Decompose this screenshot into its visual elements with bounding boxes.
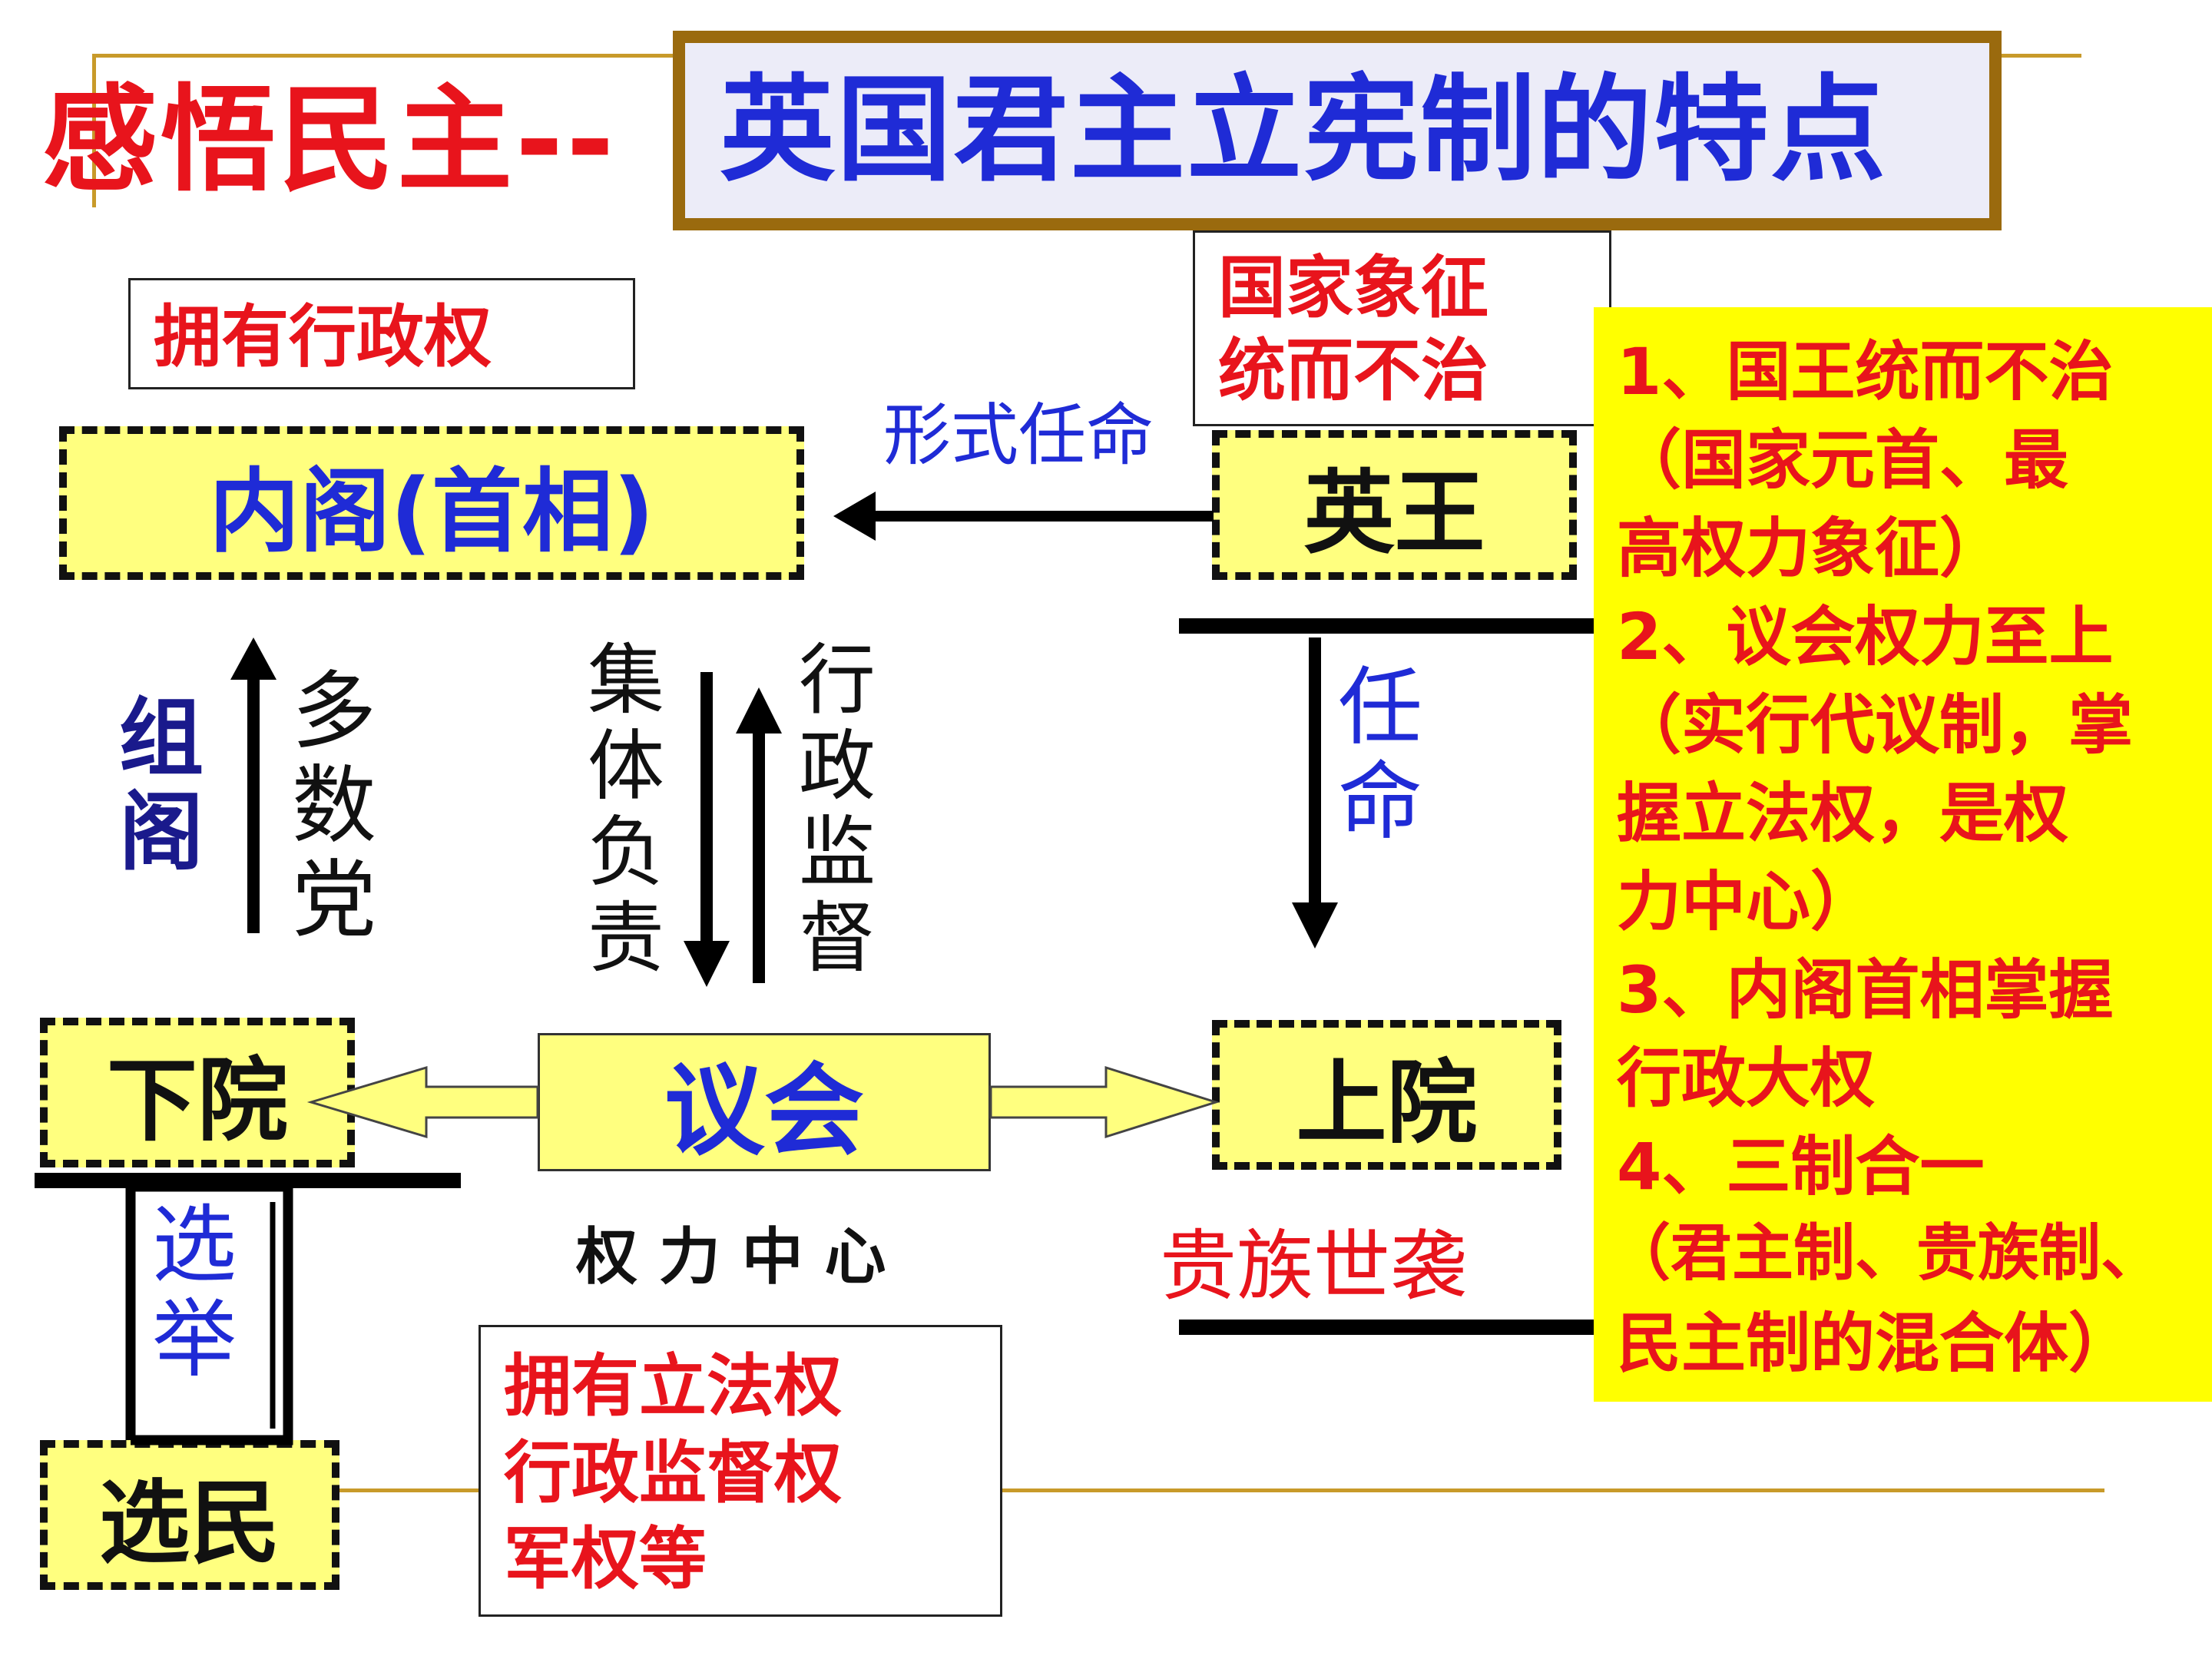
summary-line-6: 握立法权，是权 bbox=[1617, 776, 2069, 851]
king-base-bar bbox=[1179, 618, 1594, 634]
election-label: 选 举 bbox=[152, 1196, 237, 1389]
summary-panel: 1、国王统而不治 （国家元首、最 高权力象征） 2、议会权力至上 （实行代议制，… bbox=[1594, 307, 2212, 1402]
parliament-node: 议会 bbox=[538, 1033, 991, 1171]
appoint-char-2: 命 bbox=[1338, 753, 1422, 852]
form-cabinet-char-2: 阁 bbox=[119, 783, 204, 882]
power-center-label: 权 力 中 心 bbox=[576, 1221, 886, 1293]
supervision-char-2: 政 bbox=[799, 721, 876, 811]
parliament-power-line-3: 军权等 bbox=[504, 1519, 707, 1598]
supervision-char-3: 监 bbox=[799, 807, 876, 897]
commons-node: 下院 bbox=[40, 1018, 355, 1167]
lords-base-bar bbox=[1179, 1320, 1594, 1335]
form-cabinet-char-1: 组 bbox=[119, 689, 204, 787]
collective-char-4: 责 bbox=[588, 893, 664, 983]
heading-prefix: 感悟民主-- bbox=[42, 74, 618, 207]
majority-party-label: 多 数 党 bbox=[292, 664, 376, 949]
parliament-power-line-2: 行政监督权 bbox=[504, 1433, 843, 1512]
parliament-power-box: 拥有立法权 行政监督权 军权等 bbox=[478, 1325, 1002, 1617]
majority-char-2: 数 bbox=[292, 757, 376, 856]
king-node: 英王 bbox=[1212, 430, 1577, 580]
arrow-collective-down-head bbox=[684, 941, 730, 987]
collective-char-1: 集 bbox=[588, 635, 664, 725]
arrow-supervision-up-head bbox=[736, 687, 782, 733]
summary-line-8: 3、内阁首相掌握 bbox=[1617, 952, 2114, 1028]
arrow-king-to-cabinet-head bbox=[833, 492, 876, 541]
king-role-line-2: 统而不治 bbox=[1218, 331, 1489, 410]
collective-char-2: 体 bbox=[588, 721, 664, 811]
arrow-parliament-to-lords bbox=[989, 1065, 1220, 1139]
summary-line-4: 2、议会权力至上 bbox=[1617, 599, 2114, 674]
title-frame: 英国君主立宪制的特点 bbox=[673, 31, 2002, 230]
page-title: 英国君主立宪制的特点 bbox=[720, 63, 1888, 197]
election-connector bbox=[125, 1181, 293, 1445]
lords-label: 上院 bbox=[1296, 1050, 1478, 1156]
lords-node: 上院 bbox=[1212, 1020, 1561, 1170]
election-char-1: 选 bbox=[152, 1196, 237, 1294]
cabinet-node: 内阁(首相) bbox=[59, 426, 804, 580]
form-cabinet-label: 组 阁 bbox=[119, 689, 204, 882]
collective-responsibility-label: 集 体 负 责 bbox=[588, 637, 664, 982]
king-label: 英王 bbox=[1303, 460, 1485, 566]
parliament-label: 议会 bbox=[664, 1052, 864, 1169]
summary-line-9: 行政大权 bbox=[1617, 1041, 1876, 1116]
appoint-char-1: 任 bbox=[1338, 658, 1422, 757]
commons-label: 下院 bbox=[106, 1048, 288, 1154]
collective-char-3: 负 bbox=[588, 807, 664, 897]
supervision-char-1: 行 bbox=[799, 635, 876, 725]
appoint-lords-label: 任 命 bbox=[1338, 658, 1422, 852]
summary-line-7: 力中心） bbox=[1617, 864, 1876, 939]
summary-line-5: （实行代议制，掌 bbox=[1617, 687, 2134, 763]
bottom-gold-rule bbox=[338, 1488, 2104, 1492]
summary-line-12: 民主制的混合体） bbox=[1617, 1306, 2134, 1381]
supervision-char-4: 督 bbox=[799, 893, 876, 983]
lords-origin-label: 贵族世袭 bbox=[1160, 1221, 1467, 1311]
summary-line-10: 4、三制合一 bbox=[1617, 1129, 1985, 1204]
cabinet-power-text: 拥有行政权 bbox=[154, 297, 492, 376]
left-gold-rule bbox=[92, 54, 96, 207]
king-role-box: 国家象征 统而不治 bbox=[1193, 230, 1611, 426]
voters-node: 选民 bbox=[40, 1440, 339, 1590]
voters-label: 选民 bbox=[98, 1470, 280, 1576]
summary-line-1: 1、国王统而不治 bbox=[1617, 334, 2114, 409]
arrow-majority-up-head bbox=[230, 637, 276, 680]
majority-char-1: 多 bbox=[292, 662, 376, 760]
parliament-power-line-1: 拥有立法权 bbox=[504, 1346, 843, 1426]
arrow-king-to-lords-head bbox=[1292, 902, 1338, 949]
arrow-parliament-to-commons bbox=[306, 1065, 539, 1139]
administrative-supervision-label: 行 政 监 督 bbox=[799, 637, 876, 982]
king-to-cabinet-label: 形式任命 bbox=[883, 396, 1154, 475]
cabinet-label: 内阁(首相) bbox=[209, 458, 654, 565]
king-role-line-1: 国家象征 bbox=[1218, 248, 1489, 327]
election-char-2: 举 bbox=[152, 1290, 237, 1389]
cabinet-power-box: 拥有行政权 bbox=[128, 278, 635, 389]
majority-char-3: 党 bbox=[292, 851, 376, 950]
summary-line-11: （君主制、贵族制、 bbox=[1609, 1217, 2162, 1289]
summary-line-3: 高权力象征） bbox=[1617, 511, 2005, 586]
summary-line-2: （国家元首、最 bbox=[1617, 422, 2069, 498]
